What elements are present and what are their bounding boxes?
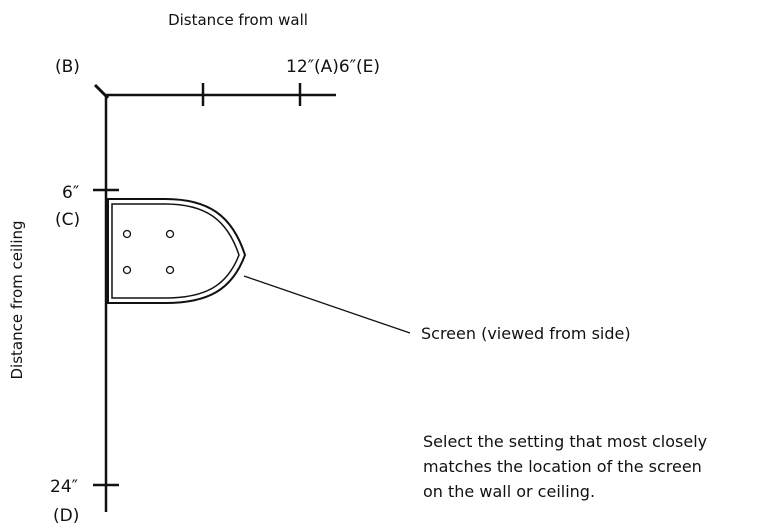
tick-label-6in: 6″: [62, 183, 79, 203]
instruction-line-2: matches the location of the screen: [423, 457, 702, 476]
mount-hole: [165, 265, 175, 275]
screen-side-view: [107, 198, 247, 304]
mount-hole: [122, 265, 132, 275]
instruction-line-3: on the wall or ceiling.: [423, 482, 595, 501]
instruction-line-1: Select the setting that most closely: [423, 432, 707, 451]
option-d-label: (D): [53, 506, 79, 526]
origin-label: (B): [55, 57, 80, 77]
mount-hole: [122, 229, 132, 239]
screen-outline-inner: [111, 203, 240, 299]
top-tick-labels: 12″(A)6″(E): [286, 57, 380, 77]
screen-outline-outer: [107, 198, 247, 304]
wall-axis-title: Distance from wall: [168, 11, 308, 29]
option-c-label: (C): [55, 210, 80, 230]
ceiling-axis-title: Distance from ceiling: [8, 220, 26, 379]
screen-callout-label: Screen (viewed from side): [421, 324, 631, 343]
tick-label-24in: 24″: [50, 477, 78, 497]
callout-leader-line: [243, 275, 411, 334]
mount-hole: [165, 229, 175, 239]
